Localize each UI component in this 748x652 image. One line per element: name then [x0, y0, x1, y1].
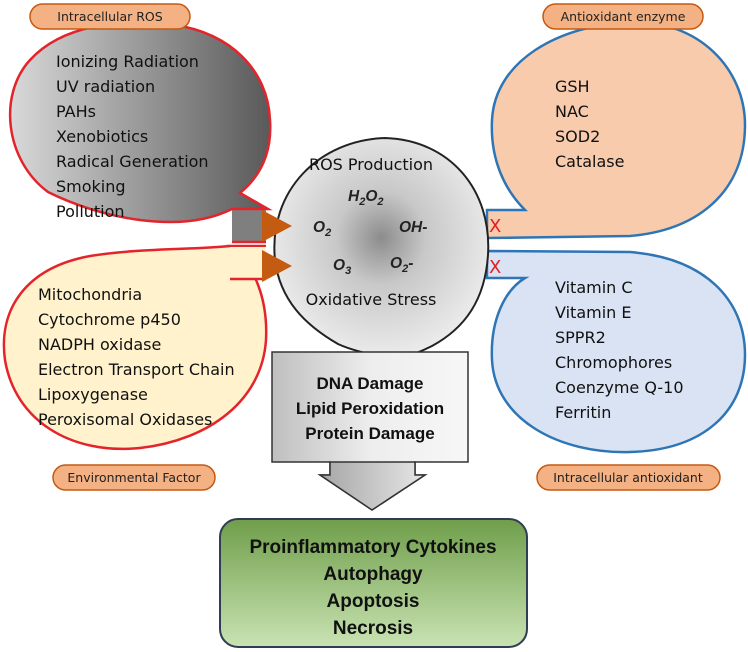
list-item: Coenzyme Q-10: [555, 378, 684, 397]
pill-intracellular-ros: [29, 3, 191, 30]
environmental-sources-list: Mitochondria Cytochrome p450 NADPH oxida…: [38, 285, 235, 429]
inhibit-mark-enzyme: X: [489, 216, 501, 237]
list-item: Chromophores: [555, 353, 672, 372]
list-item: Ferritin: [555, 403, 611, 422]
oxidative-stress-label: Oxidative Stress: [306, 290, 437, 309]
damage-item: Protein Damage: [305, 424, 434, 443]
pill-antioxidant-enzyme-label: Antioxidant enzyme: [561, 9, 686, 24]
environmental-factor-bubble: [2, 244, 268, 451]
list-item: Lipoxygenase: [38, 385, 148, 404]
damage-item: Lipid Peroxidation: [296, 399, 444, 418]
damage-item: DNA Damage: [316, 374, 423, 393]
list-item: Cytochrome p450: [38, 310, 181, 329]
list-item: Vitamin C: [555, 278, 633, 297]
species-o2: O2: [313, 219, 331, 239]
outcome-item: Autophagy: [323, 564, 423, 585]
inhibit-mark-antioxidant: X: [489, 257, 501, 278]
ros-input-arrow: [262, 210, 292, 242]
ros-sources-list: Ionizing Radiation UV radiation PAHs Xen…: [56, 52, 209, 221]
list-item: Mitochondria: [38, 285, 142, 304]
outcome-item: Necrosis: [333, 618, 413, 639]
list-item: Xenobiotics: [56, 127, 148, 146]
outcome-item: Apoptosis: [327, 591, 420, 612]
pill-intracellular-antioxidant: [536, 464, 721, 491]
list-item: Ionizing Radiation: [56, 52, 199, 71]
list-item: Radical Generation: [56, 152, 209, 171]
ros-production-title: ROS Production: [309, 155, 433, 174]
antioxidant-enzyme-bubble: [485, 20, 747, 240]
antioxidant-list: Vitamin C Vitamin E SPPR2 Chromophores C…: [555, 278, 684, 422]
list-item: GSH: [555, 77, 590, 96]
pill-environmental-factor: [52, 464, 216, 491]
environmental-input-arrow: [262, 250, 292, 282]
intracellular-antioxidant-bubble: [485, 249, 747, 454]
ros-connector-bar: [232, 209, 266, 242]
list-item: Vitamin E: [555, 303, 631, 322]
species-o3: O3: [333, 257, 351, 277]
pill-environmental-factor-label: Environmental Factor: [67, 470, 201, 485]
list-item: PAHs: [56, 102, 96, 121]
species-h2o2: H2O2: [348, 188, 384, 208]
species-oh: OH-: [399, 219, 427, 236]
intracellular-ros-bubble: [8, 21, 273, 224]
list-item: SOD2: [555, 127, 600, 146]
list-item: Peroxisomal Oxidases: [38, 410, 212, 429]
pill-intracellular-antioxidant-label: Intracellular antioxidant: [553, 470, 703, 485]
list-item: NADPH oxidase: [38, 335, 161, 354]
list-item: Pollution: [56, 202, 125, 221]
list-item: Smoking: [56, 177, 126, 196]
list-item: UV radiation: [56, 77, 155, 96]
outcome-item: Proinflammatory Cytokines: [249, 537, 496, 558]
list-item: Catalase: [555, 152, 624, 171]
outcome-box: [219, 518, 528, 648]
list-item: SPPR2: [555, 328, 606, 347]
list-item: Electron Transport Chain: [38, 360, 235, 379]
pill-antioxidant-enzyme: [542, 3, 704, 30]
list-item: NAC: [555, 102, 589, 121]
enzyme-list: GSH NAC SOD2 Catalase: [555, 77, 624, 171]
pill-intracellular-ros-label: Intracellular ROS: [57, 9, 163, 24]
species-o2-minus: O2-: [390, 255, 413, 275]
